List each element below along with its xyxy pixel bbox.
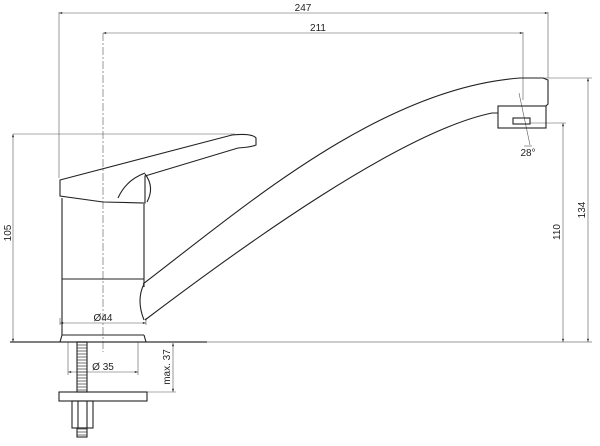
extension-lines [13, 12, 592, 393]
lever-inner-curve [117, 172, 146, 199]
body-cylinder [61, 198, 145, 335]
dim-44: Ø44 [94, 313, 113, 324]
dim-28-deg: 28° [520, 148, 535, 159]
threaded-rod-end [76, 427, 88, 438]
dim-211: 211 [310, 23, 326, 34]
dim-max-37: max. 37 [162, 349, 173, 385]
aerator-outlet [512, 117, 531, 125]
thread-hatching [77, 344, 87, 436]
mounting-hardware [58, 341, 148, 438]
spout-top [142, 77, 549, 285]
spout-bottom [144, 112, 498, 321]
faucet-outline [59, 77, 549, 343]
spout-joint [139, 283, 145, 321]
dim-110: 110 [552, 224, 563, 240]
dimension-lines [11, 11, 590, 392]
mounting-plate [58, 391, 148, 402]
dim-134: 134 [577, 201, 588, 218]
dim-247: 247 [295, 3, 312, 14]
lever-handle [59, 133, 257, 204]
base-flare [59, 334, 147, 343]
dim-105: 105 [3, 224, 14, 241]
mounting-nut [71, 400, 94, 429]
aerator [497, 105, 547, 129]
lever-knob [144, 173, 152, 203]
dim-35: Ø 35 [92, 362, 114, 373]
